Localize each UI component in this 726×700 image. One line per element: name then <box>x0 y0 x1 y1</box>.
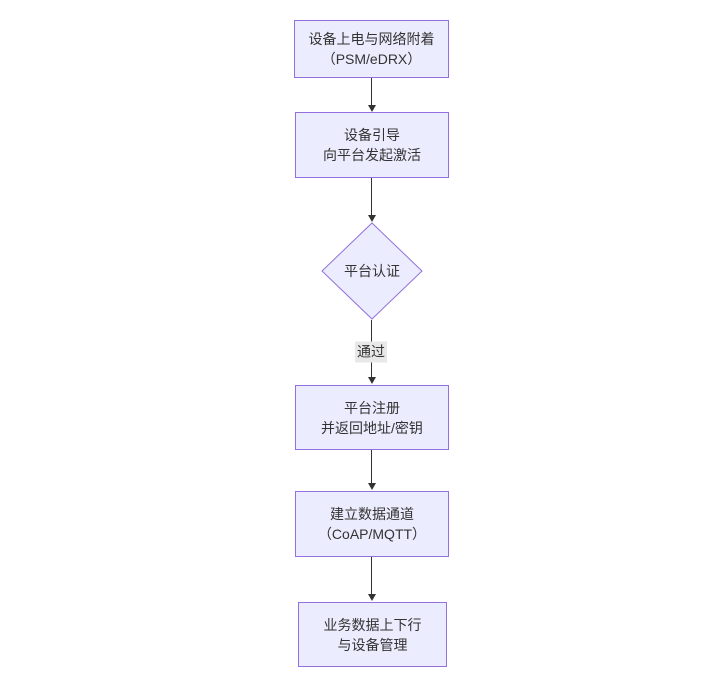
node-power-network-attach: 设备上电与网络附着 （PSM/eDRX） <box>294 20 449 78</box>
arrowhead-down-icon <box>368 105 376 112</box>
flow-connector-1 <box>371 78 372 105</box>
node-label-line: 平台注册 <box>344 399 400 416</box>
node-device-bootstrap: 设备引导 向平台发起激活 <box>295 112 449 178</box>
node-label-line: （CoAP/MQTT） <box>317 526 427 542</box>
node-label-line: 业务数据上下行 <box>323 616 422 633</box>
decision-label: 平台认证 <box>344 263 400 279</box>
node-label-line: 建立数据通道 <box>330 506 414 522</box>
node-label-line: 设备引导 <box>344 127 400 143</box>
node-platform-register: 平台注册 并返回地址/密钥 <box>295 385 449 450</box>
arrowhead-down-icon <box>368 377 376 384</box>
flow-connector-4 <box>371 450 372 483</box>
node-data-channel: 建立数据通道 （CoAP/MQTT） <box>295 491 449 557</box>
node-business-data: 业务数据上下行 与设备管理 <box>298 602 447 667</box>
node-label-line: （PSM/eDRX） <box>321 51 422 67</box>
edge-label-pass: 通过 <box>355 341 387 363</box>
decision-platform-auth: 平台认证 <box>321 222 423 320</box>
arrowhead-down-icon <box>368 215 376 222</box>
arrowhead-down-icon <box>368 483 376 490</box>
arrowhead-down-icon <box>368 594 376 601</box>
diamond-shape <box>321 222 423 320</box>
node-label-line: 并返回地址/密钥 <box>321 419 423 436</box>
flow-connector-5 <box>371 557 372 594</box>
node-label-line: 设备上电与网络附着 <box>308 31 435 47</box>
flow-connector-2 <box>371 178 372 215</box>
node-label-line: 与设备管理 <box>337 636 408 653</box>
node-label-line: 向平台发起激活 <box>323 147 421 163</box>
